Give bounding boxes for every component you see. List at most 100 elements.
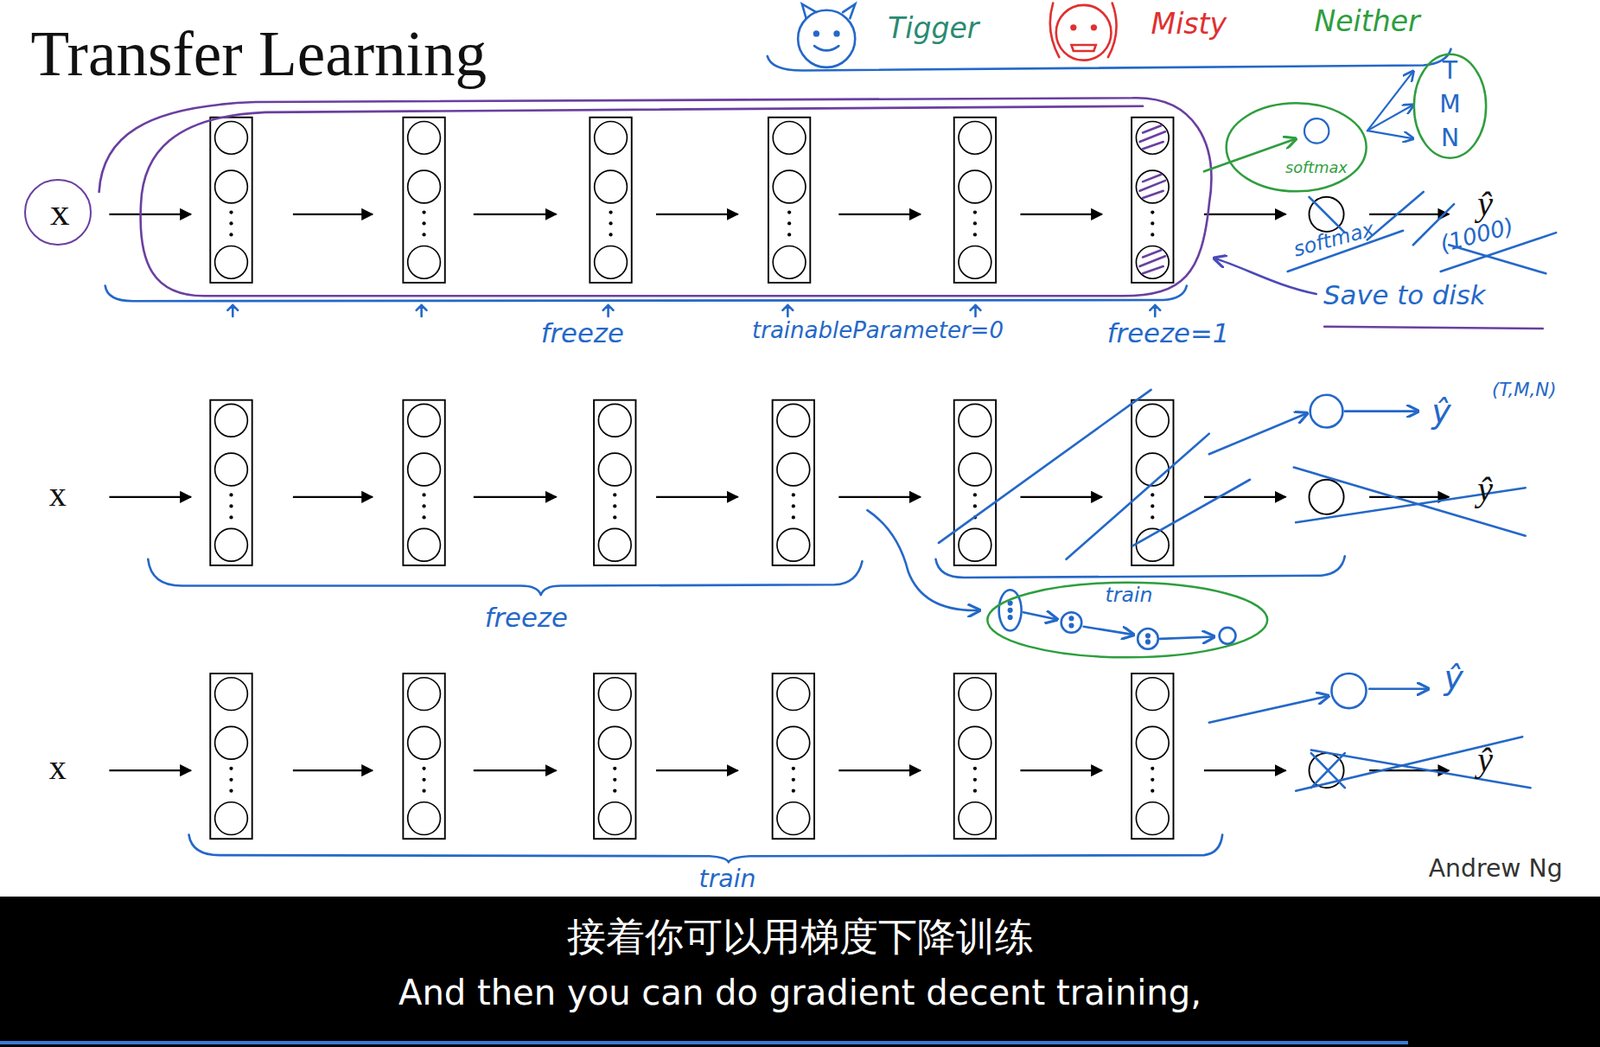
mini-network (1008, 615, 1013, 619)
mini-network (1061, 611, 1083, 633)
leader-arrow (1204, 139, 1296, 173)
new-trainable-layers: train (984, 580, 1271, 660)
mini-network (1146, 640, 1150, 644)
new-output-unit (1310, 395, 1344, 428)
forward-arrow (293, 496, 373, 498)
bracket (105, 285, 1187, 301)
forward-arrow (473, 213, 557, 216)
leader-arrow (1214, 258, 1317, 294)
annotation: train (699, 865, 757, 894)
class-name: Tigger (887, 12, 979, 45)
ellipse-outline (987, 581, 1268, 657)
layer-stack (593, 673, 636, 839)
class-name: Misty (1151, 7, 1228, 41)
annotation: freeze=1 (1107, 318, 1230, 349)
layer-stack (210, 117, 252, 283)
new-output-unit (1331, 673, 1366, 708)
class-letter: T (1442, 57, 1458, 86)
forward-arrow (108, 496, 191, 498)
forward-arrow (293, 769, 373, 772)
slide-title: Transfer Learning (30, 18, 487, 91)
layer-stack (210, 400, 252, 566)
annotation: trainableParameter=0 (752, 318, 1004, 345)
mini-network (1137, 628, 1159, 650)
layer-stack (593, 400, 636, 566)
layer-stack (402, 400, 445, 566)
forward-arrow (1369, 213, 1449, 216)
forward-arrow (108, 213, 191, 216)
forward-arrow (656, 213, 738, 216)
bracket (147, 559, 862, 595)
annotation: freeze (541, 318, 625, 349)
tick-arrow (227, 305, 1161, 317)
output-unit (1308, 479, 1344, 515)
mini-network (1070, 624, 1074, 628)
annotation: (T,M,N) (1491, 379, 1557, 401)
mini-network (1083, 626, 1135, 635)
input-symbol: x (49, 474, 67, 515)
bracket (188, 834, 1223, 862)
class-outputs: TMN (1413, 50, 1487, 162)
layer-stack (1131, 673, 1173, 839)
cat-face-icon (1056, 5, 1112, 61)
forward-arrow (108, 214, 1449, 771)
input-symbol: x (49, 747, 67, 788)
mini-network (1160, 637, 1215, 639)
forward-arrow (108, 769, 191, 772)
forward-arrow (656, 769, 738, 772)
class-icons (767, 3, 1452, 71)
retrain-annotation (188, 673, 1530, 862)
class-letter: M (1439, 90, 1460, 120)
input-symbol: x (50, 190, 70, 236)
class-name: Neither (1314, 5, 1421, 39)
cat-face-icon (1070, 44, 1096, 51)
forward-arrow (1019, 213, 1102, 216)
mini-network (1008, 601, 1013, 606)
connector-arrow (1367, 104, 1414, 131)
leader-arrow (866, 509, 980, 611)
new-output-arrow (1369, 687, 1428, 690)
cat-face-icon (1070, 25, 1076, 31)
annotation: freeze (484, 602, 568, 633)
layer-stack (772, 400, 815, 566)
mini-network (1008, 608, 1013, 612)
cat-face-icon (802, 4, 855, 20)
hatching (1140, 125, 1167, 274)
forward-arrow (656, 496, 738, 498)
cat-face-icon (797, 4, 855, 68)
output-symbol: ŷ (1477, 739, 1493, 780)
progress-bar (0, 1040, 1409, 1045)
cat-face-icon (835, 31, 840, 37)
output-symbol: ŷ (1431, 393, 1451, 431)
author-watermark: Andrew Ng (1428, 854, 1563, 884)
ellipse-outline (1224, 100, 1368, 195)
underline (1324, 326, 1543, 329)
new-output-arrow (1345, 409, 1419, 413)
layer-stack (954, 400, 996, 566)
connector-arrow (1367, 130, 1414, 139)
forward-arrow (473, 769, 557, 772)
layer-stack (402, 117, 445, 283)
ellipse-outline (1414, 54, 1486, 159)
forward-arrow (1369, 496, 1449, 498)
forward-arrow (838, 769, 920, 772)
subtitle-chinese: 接着你可以用梯度下降训练 (567, 914, 1034, 960)
layer-stack (589, 117, 632, 283)
layer-stack (772, 673, 815, 839)
output-symbol: ŷ (1443, 659, 1463, 697)
forward-arrow (473, 496, 557, 498)
connector-arrow (1367, 70, 1414, 131)
forward-arrow (1204, 769, 1286, 772)
subtitle-english: And then you can do gradient decent trai… (398, 972, 1202, 1013)
bracket (767, 49, 1452, 71)
crossed-annotation: (1000) (1437, 213, 1517, 258)
softmax-unit (1304, 118, 1329, 143)
class-letter: N (1440, 124, 1460, 153)
strike-out (1295, 736, 1530, 791)
cat-face-icon (1050, 3, 1117, 58)
mini-network (1023, 611, 1058, 619)
cat-face-icon (814, 45, 839, 51)
train-label: train (1104, 583, 1153, 607)
